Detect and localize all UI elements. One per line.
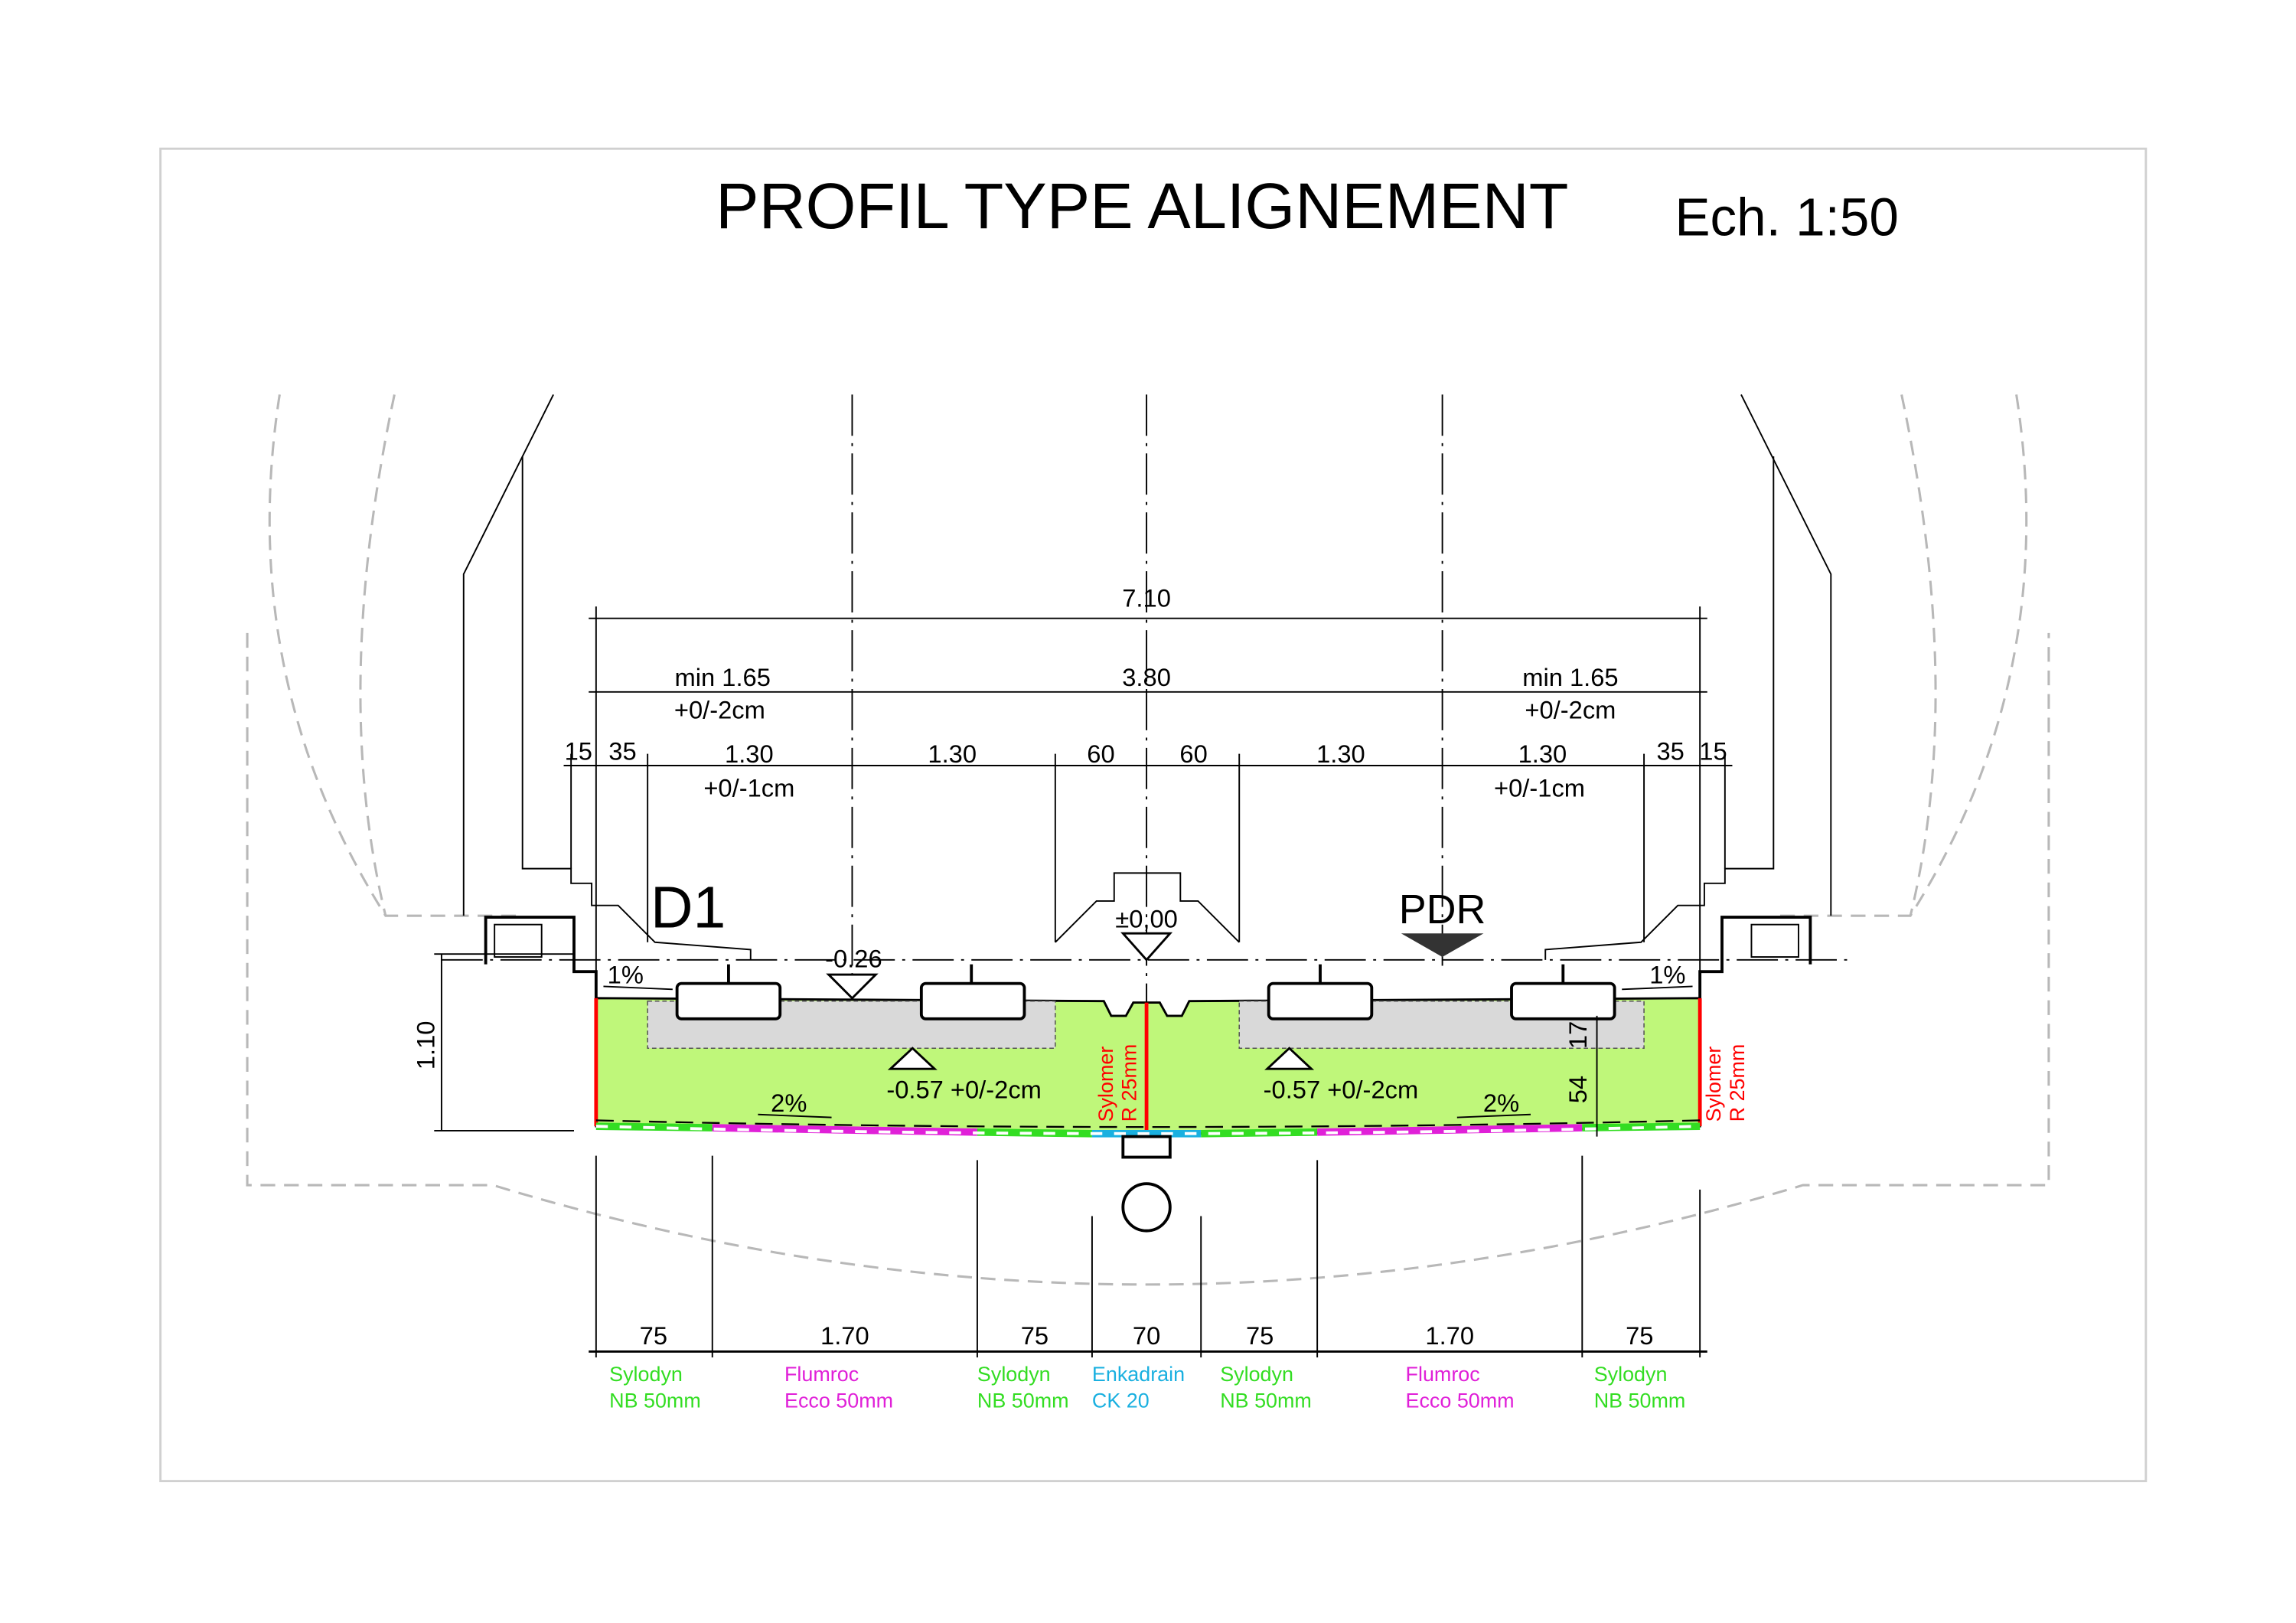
drawing-frame xyxy=(159,147,2148,1483)
material-label-sylodyn: NB 50mm xyxy=(1220,1389,1312,1412)
dim-17: 17 xyxy=(1564,1021,1592,1049)
dim-380: 3.80 xyxy=(1122,663,1171,691)
level-marker-icon xyxy=(1120,932,1173,962)
sylomer-center-label: Sylomer R 25mm xyxy=(1094,1044,1141,1122)
dim-min-165-right: min 1.65 xyxy=(1522,663,1618,691)
zero-level: ±0,00 xyxy=(1115,905,1178,933)
rails xyxy=(727,964,1565,984)
drawing-title: PROFIL TYPE ALIGNEMENT xyxy=(716,169,1568,242)
pdr-label: PDR xyxy=(1399,887,1486,932)
slope-top-left: 1% xyxy=(608,961,644,989)
slope-bottom-right: 2% xyxy=(1483,1089,1519,1117)
tunnel-wall xyxy=(462,394,1832,998)
material-label-sylodyn: NB 50mm xyxy=(609,1389,701,1412)
material-label-sylodyn: Sylodyn xyxy=(977,1363,1051,1386)
bottom-dim-value: 75 xyxy=(640,1321,667,1350)
material-label-sylodyn: Sylodyn xyxy=(1220,1363,1293,1386)
bottom-dim-value: 75 xyxy=(1021,1321,1049,1350)
slope-top-right: 1% xyxy=(1649,961,1685,989)
bearing-mats xyxy=(595,1119,1701,1138)
dimension-lines-top xyxy=(563,606,1733,972)
material-label-flumroc: Ecco 50mm xyxy=(1406,1389,1515,1412)
dim-tol-right: +0/-2cm xyxy=(1525,695,1616,723)
rail-level: -0.26 xyxy=(825,944,882,972)
svg-text:R 25mm: R 25mm xyxy=(1726,1044,1749,1122)
bottom-dim-value: 75 xyxy=(1626,1321,1653,1350)
dim-label: 60 xyxy=(1179,740,1207,768)
dim-label: 60 xyxy=(1087,740,1114,768)
dim-label: 1.30 xyxy=(1316,740,1365,768)
sylomer-lines xyxy=(594,998,1702,1134)
level-marker-icon xyxy=(826,973,879,1000)
slab-level-right: -0.57 +0/-2cm xyxy=(1264,1076,1419,1104)
dim-label: 15 xyxy=(1699,736,1727,765)
bottom-dim-value: 70 xyxy=(1133,1321,1160,1350)
svg-text:R 25mm: R 25mm xyxy=(1118,1044,1141,1122)
slab-level-left: -0.57 +0/-2cm xyxy=(886,1076,1042,1104)
dim-label: 1.30 xyxy=(725,740,774,768)
pdr-marker-icon xyxy=(1401,933,1484,957)
bottom-dim-value: 1.70 xyxy=(1425,1321,1474,1350)
material-label-sylodyn: Sylodyn xyxy=(1594,1363,1668,1386)
level-marker-icon xyxy=(1264,1047,1315,1070)
sylomer-right-label: Sylomer R 25mm xyxy=(1702,1044,1749,1122)
material-label-sylodyn: NB 50mm xyxy=(977,1389,1069,1412)
material-label-flumroc: Ecco 50mm xyxy=(784,1389,893,1412)
bottom-dim-value: 1.70 xyxy=(820,1321,869,1350)
slope-arrows xyxy=(603,985,1693,1118)
dim-label: 35 xyxy=(1657,736,1684,765)
dim-tol: +0/-1cm xyxy=(1494,773,1585,802)
material-label-sylodyn: Sylodyn xyxy=(609,1363,683,1386)
sleepers xyxy=(675,981,1616,1020)
bottom-dim-value: 75 xyxy=(1246,1321,1274,1350)
dim-label: 35 xyxy=(608,736,636,765)
dim-54: 54 xyxy=(1564,1076,1592,1103)
d1-label: D1 xyxy=(651,875,726,941)
dim-row3: 15 35 1.30 +0/-1cm 1.30 60 60 1.30 1.30 … xyxy=(565,736,1727,802)
dim-label: 1.30 xyxy=(1518,740,1567,768)
level-marker-icon xyxy=(887,1047,938,1070)
tunnel-clearance-outline xyxy=(246,394,2050,1286)
drawing-scale: Ech. 1:50 xyxy=(1675,188,1898,247)
dimension-lines-bottom xyxy=(589,1155,1707,1358)
height-110: 1.10 xyxy=(411,1021,439,1070)
height-dimension xyxy=(434,953,1598,1137)
drain-box xyxy=(1121,1135,1172,1159)
drain-pipe xyxy=(1121,1182,1172,1233)
dim-min-165-left: min 1.65 xyxy=(675,663,771,691)
material-label-enkadrain: CK 20 xyxy=(1092,1389,1150,1412)
material-label-sylodyn: NB 50mm xyxy=(1594,1389,1686,1412)
material-label-enkadrain: Enkadrain xyxy=(1092,1363,1185,1386)
dim-label: 15 xyxy=(565,736,592,765)
dim-tol-left: +0/-2cm xyxy=(674,695,765,723)
slope-bottom-left: 2% xyxy=(771,1089,807,1117)
dim-overall: 7.10 xyxy=(1122,583,1171,612)
material-label-flumroc: Flumroc xyxy=(784,1363,859,1386)
material-label-flumroc: Flumroc xyxy=(1406,1363,1480,1386)
svg-text:Sylomer: Sylomer xyxy=(1702,1047,1725,1122)
svg-text:Sylomer: Sylomer xyxy=(1094,1047,1117,1122)
dim-tol: +0/-1cm xyxy=(703,773,794,802)
dim-label: 1.30 xyxy=(928,740,977,768)
